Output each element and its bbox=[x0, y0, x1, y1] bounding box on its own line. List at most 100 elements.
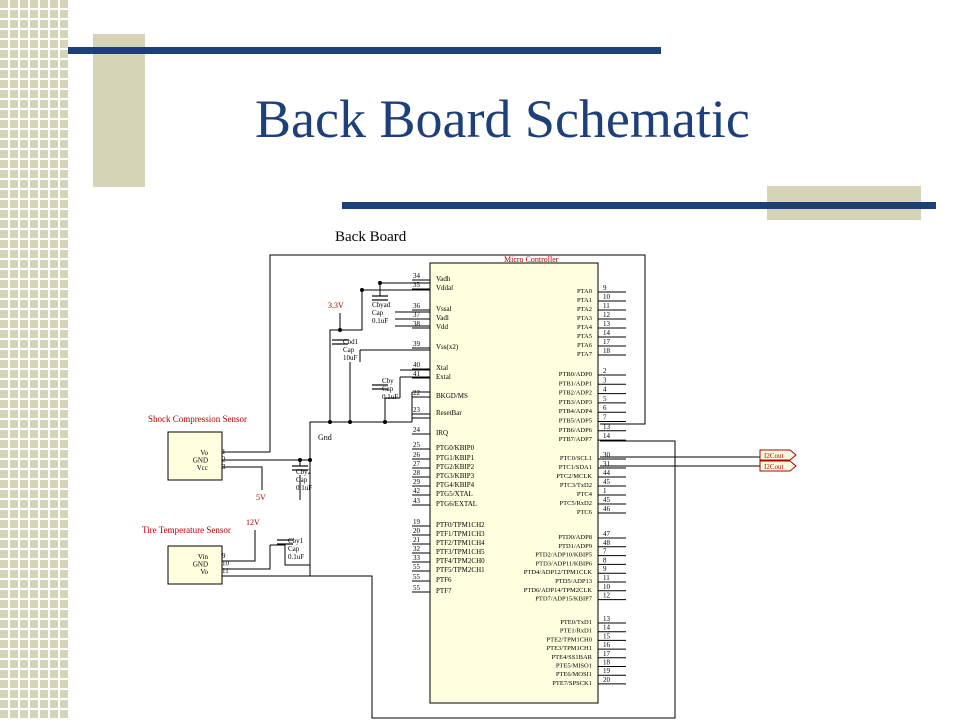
sensor-pin-number: 10 bbox=[222, 560, 230, 568]
mcu-left-pin-number: 22 bbox=[413, 389, 421, 397]
mcu-right-pin-number: 8 bbox=[603, 556, 607, 564]
mcu-left-pin-label: Vddal bbox=[436, 284, 453, 292]
mcu-left-pin-label: PTF3/TPM1CH5 bbox=[436, 548, 485, 556]
mcu-right-pin-number: 17 bbox=[603, 338, 611, 346]
mcu-left-pin-number: 36 bbox=[413, 302, 421, 310]
bottom-navy-bar bbox=[342, 202, 936, 209]
mcu-right-pin-label: PTC5/RxD2 bbox=[559, 500, 592, 507]
mcu-left-pin-label: Xtal bbox=[436, 364, 448, 372]
mcu-left-pin-label: PTG3/KBIP3 bbox=[436, 472, 475, 480]
mcu-right-pin-number: 10 bbox=[603, 583, 611, 591]
mcu-right-pin-number: 13 bbox=[603, 320, 611, 328]
mcu-left-pin-label: PTF5/TPM2CH1 bbox=[436, 566, 485, 574]
mcu-left-pin-label: PTF4/TPM2CH0 bbox=[436, 557, 485, 565]
mcu-right-pin-number: 45 bbox=[603, 478, 611, 486]
mcu-left-pin-number: 34 bbox=[413, 272, 421, 280]
mcu-right-pin-number: 11 bbox=[603, 302, 610, 310]
mcu-right-pin-label: PTA5 bbox=[577, 333, 592, 340]
mcu-right-pin-label: PTD3/ADP11/KBIP6 bbox=[536, 560, 593, 567]
left-stripe-decoration bbox=[0, 0, 70, 720]
mcu-right-pin-number: 17 bbox=[603, 650, 611, 658]
mcu-right-pin-number: 14 bbox=[603, 329, 611, 337]
mcu-left-pin-number: 29 bbox=[413, 478, 421, 486]
mcu-right-pin-number: 46 bbox=[603, 505, 611, 513]
capacitor-type: Cap bbox=[382, 385, 394, 393]
capacitor-name: Cby bbox=[382, 377, 394, 385]
mcu-label: Micro Controller bbox=[504, 255, 559, 264]
mcu-left-pin-label: PTG5/XTAL bbox=[436, 490, 473, 498]
mcu-right-pin-label: PTB7/ADP7 bbox=[559, 436, 593, 443]
mcu-right-pin-label: PTC4 bbox=[577, 491, 593, 498]
capacitor-value: 10uF bbox=[343, 354, 358, 362]
capacitor-name: Cbd1 bbox=[343, 338, 359, 346]
mcu-left-pin-number: 23 bbox=[413, 406, 421, 414]
mcu-right-pin-label: PTA6 bbox=[577, 342, 593, 349]
mcu-left-pin-number: 33 bbox=[413, 554, 421, 562]
mcu-right-pin-label: PTD1/ADP9 bbox=[558, 543, 592, 550]
i2c-port-2-label: I2Cout bbox=[764, 463, 784, 471]
mcu-left-pin-number: 20 bbox=[413, 527, 421, 535]
gnd-label: Gnd bbox=[318, 433, 332, 442]
mcu-left-pin-number: 28 bbox=[413, 469, 421, 477]
mcu-right-pin-label: PTB6/ADP6 bbox=[559, 427, 593, 434]
mcu-left-pin-number: 26 bbox=[413, 451, 421, 459]
mcu-right-pin-label: PTA7 bbox=[577, 351, 593, 358]
mcu-right-pin-number: 31 bbox=[603, 460, 611, 468]
mcu-right-pin-label: PTE1/RxD1 bbox=[560, 628, 592, 635]
mcu-right-pin-label: PTE0/TxD1 bbox=[560, 619, 592, 626]
mcu-right-pin-number: 12 bbox=[603, 311, 611, 319]
tire-sensor-title: Tire Temperature Sensor bbox=[142, 525, 231, 535]
tire-sensor-box bbox=[167, 545, 223, 585]
mcu-right-pin-label: PTB2/ADP2 bbox=[559, 390, 592, 397]
mcu-right-pin-number: 18 bbox=[603, 659, 611, 667]
capacitor-type: Cap bbox=[343, 346, 355, 354]
mcu-right-pin-number: 15 bbox=[603, 632, 611, 640]
mcu-right-pin-number: 12 bbox=[603, 592, 611, 600]
power-5v-label: 5V bbox=[256, 493, 266, 502]
mcu-right-pins: 9PTA010PTA111PTA212PTA313PTA414PTA517PTA… bbox=[524, 284, 626, 687]
mcu-right-pin-label: PTA2 bbox=[577, 306, 592, 313]
mcu-left-pin-label: PTF2/TPM1CH4 bbox=[436, 539, 485, 547]
sensor-pin-number: 2 bbox=[222, 456, 226, 464]
mcu-right-pin-number: 2 bbox=[603, 367, 607, 375]
mcu-left-pin-number: 19 bbox=[413, 518, 421, 526]
power-3v3-label: 3.3V bbox=[328, 301, 344, 310]
mcu-right-pin-label: PTB3/ADP3 bbox=[559, 399, 592, 406]
capacitor-value: 0.1uF bbox=[288, 553, 304, 561]
mcu-left-pin-label: PTG4/KBIP4 bbox=[436, 481, 475, 489]
mcu-right-pin-number: 1 bbox=[603, 487, 607, 495]
capacitor-type: Cap bbox=[288, 545, 300, 553]
mcu-left-pin-label: Vadh bbox=[436, 275, 451, 283]
sensor-pin-label: Vcc bbox=[197, 464, 208, 472]
mcu-right-pin-label: PTA1 bbox=[577, 297, 592, 304]
mcu-left-pin-number: 55 bbox=[413, 573, 421, 581]
mcu-left-pin-number: 43 bbox=[413, 497, 421, 505]
mcu-left-pin-number: 27 bbox=[413, 460, 421, 468]
mcu-left-pin-number: 37 bbox=[413, 311, 421, 319]
mcu-right-pin-number: 4 bbox=[603, 386, 607, 394]
mcu-right-pin-label: PTD6/ADP14/TPM2CLK bbox=[524, 587, 593, 594]
sensor-pin-label: Vo bbox=[200, 449, 208, 457]
mcu-right-pin-label: PTB1/ADP1 bbox=[559, 380, 592, 387]
top-navy-bar bbox=[68, 47, 661, 54]
sensor-pin-number: 11 bbox=[222, 567, 229, 575]
mcu-right-pin-label: PTD2/ADP10/KBIP5 bbox=[535, 552, 592, 559]
mcu-right-pin-number: 18 bbox=[603, 347, 611, 355]
mcu-right-pin-label: PTE7/SPSCK1 bbox=[552, 680, 592, 687]
mcu-left-pin-label: IRQ bbox=[436, 429, 448, 437]
mcu-left-pin-number: 32 bbox=[413, 545, 421, 553]
mcu-right-pin-label: PTE6/MOSI1 bbox=[556, 671, 592, 678]
tan-vertical-block bbox=[93, 34, 145, 187]
mcu-left-pin-number: 55 bbox=[413, 563, 421, 571]
mcu-right-pin-label: PTA0 bbox=[577, 288, 592, 295]
capacitor-name: Cbyad bbox=[372, 301, 391, 309]
mcu-right-pin-number: 3 bbox=[603, 376, 607, 384]
mcu-left-pin-label: Extal bbox=[436, 373, 451, 381]
mcu-right-pin-number: 48 bbox=[603, 539, 611, 547]
mcu-left-pin-number: 42 bbox=[413, 487, 421, 495]
mcu-right-pin-number: 9 bbox=[603, 284, 607, 292]
capacitor-type: Cap bbox=[372, 309, 384, 317]
